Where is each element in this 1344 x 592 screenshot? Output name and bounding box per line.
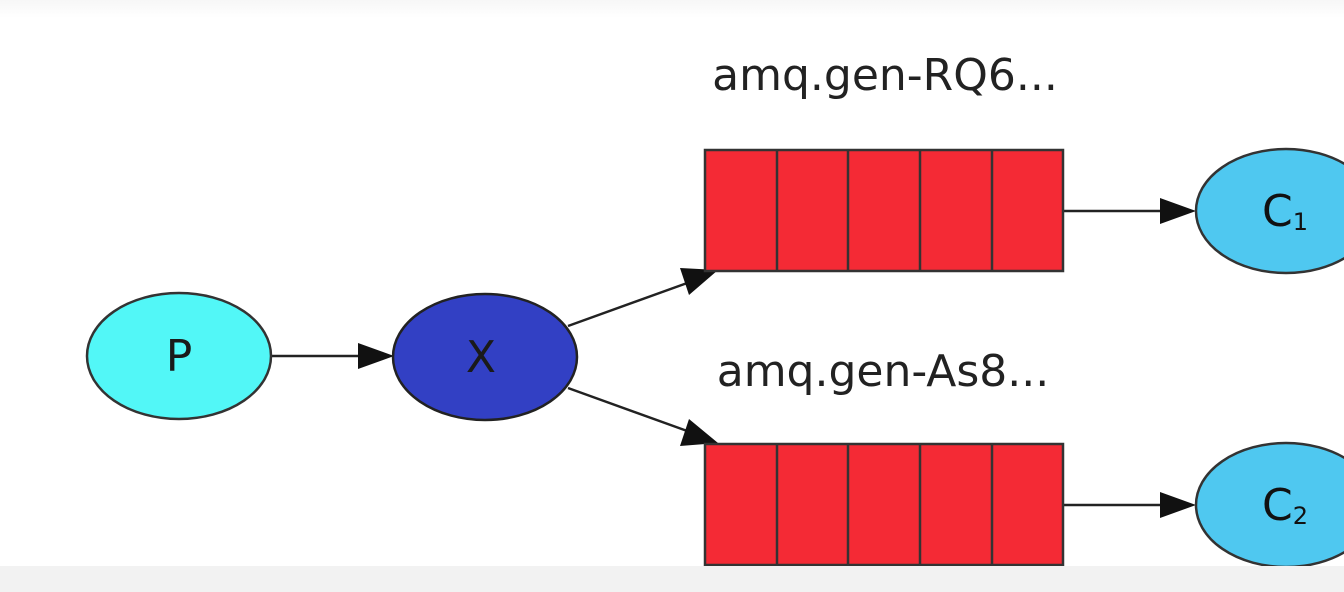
- arrowhead-producer-exchange: [358, 343, 394, 369]
- consumer-2-subscript: 2: [1293, 502, 1308, 530]
- queue-1-body: [703, 148, 1065, 273]
- queue-2-body: [703, 442, 1065, 567]
- exchange-node: X: [391, 292, 579, 422]
- producer-shape: [85, 291, 273, 421]
- bottom-strip: [0, 566, 1344, 592]
- consumer-1-label: C1: [1262, 186, 1308, 237]
- queue-2: amq.gen-As8...: [703, 346, 1065, 567]
- arrowhead-queue-1-consumer-1: [1160, 198, 1196, 224]
- consumer-2-node: C2: [1194, 441, 1344, 569]
- arrowhead-queue-2-consumer-2: [1160, 492, 1196, 518]
- consumer-2-label: C2: [1262, 480, 1308, 531]
- queue-1-label: amq.gen-RQ6...: [712, 50, 1058, 101]
- consumer-2-letter: C: [1262, 480, 1293, 531]
- producer-label: P: [166, 331, 193, 382]
- toolbar-strip: [0, 0, 1344, 18]
- exchange-label: X: [466, 332, 496, 383]
- consumer-1-letter: C: [1262, 186, 1293, 237]
- queue-2-label: amq.gen-As8...: [717, 346, 1050, 397]
- producer-node: P: [85, 291, 273, 421]
- edge-exchange-queue-2: [567, 386, 691, 434]
- consumer-1-shape: [1194, 147, 1344, 275]
- arrowhead-exchange-queue-1: [680, 268, 718, 295]
- arrowhead-exchange-queue-2: [680, 419, 718, 446]
- exchange-shape: [391, 292, 579, 422]
- edge-exchange-queue-1: [567, 280, 691, 328]
- consumer-1-subscript: 1: [1293, 208, 1308, 236]
- queue-1: amq.gen-RQ6...: [703, 50, 1065, 273]
- edges: [272, 198, 1196, 518]
- consumer-1-node: C1: [1194, 147, 1344, 275]
